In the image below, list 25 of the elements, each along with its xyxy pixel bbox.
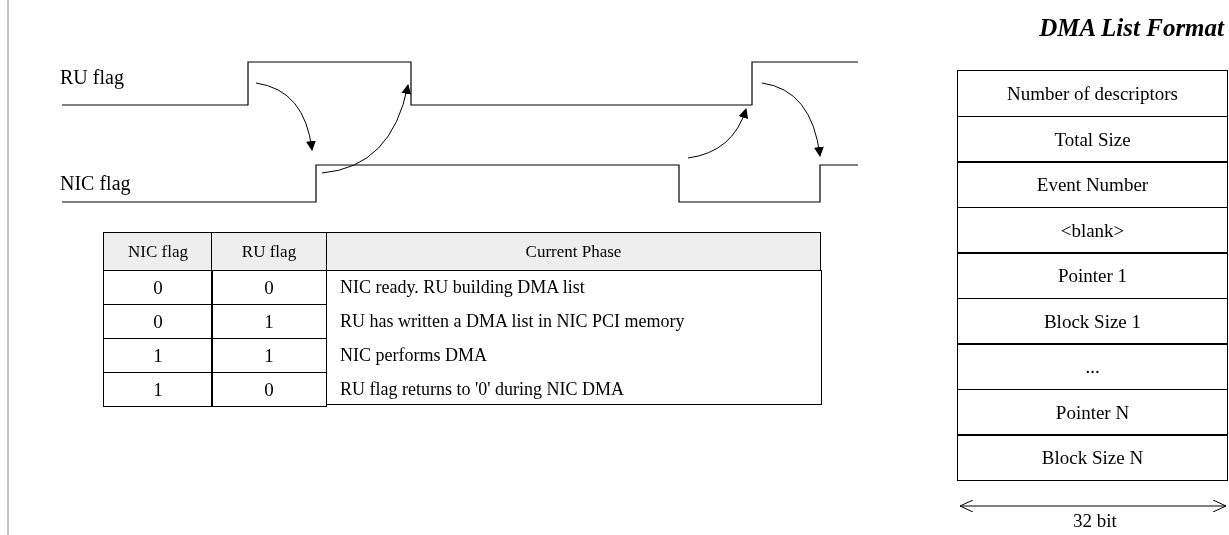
table-title: DMA List Format	[1038, 14, 1224, 43]
list-field: Event Number	[957, 161, 1228, 208]
list-field: Pointer 1	[957, 252, 1228, 299]
table-cell: 1	[103, 338, 213, 373]
table-cell: 0	[211, 372, 327, 407]
list-field: Block Size 1	[957, 298, 1228, 345]
table-cell: 1	[103, 372, 213, 407]
table-cell-text: RU has written a DMA list in NIC PCI memory	[339, 310, 686, 333]
list-field: ...	[957, 343, 1228, 390]
list-field: Pointer N	[957, 389, 1228, 436]
table-cell: 0	[103, 304, 213, 339]
column-header: NIC flag	[103, 232, 213, 271]
signal-name: RU flag	[60, 64, 125, 91]
table-cell-text: NIC ready. RU building DMA list	[339, 276, 586, 299]
table-cell-text: RU flag returns to '0' during NIC DMA	[339, 378, 625, 401]
list-field: Block Size N	[957, 434, 1228, 481]
list-field: Total Size	[957, 116, 1228, 163]
table-cell-text: NIC performs DMA	[339, 344, 488, 367]
list-field: Number of descriptors	[957, 70, 1228, 117]
signal-name: NIC flag	[60, 170, 132, 197]
column-header: RU flag	[211, 232, 327, 271]
table-cell: 0	[103, 270, 213, 305]
column-header: Current Phase	[326, 232, 821, 271]
list-field: <blank>	[957, 207, 1228, 254]
dimension-label: 32 bit	[1072, 509, 1118, 533]
